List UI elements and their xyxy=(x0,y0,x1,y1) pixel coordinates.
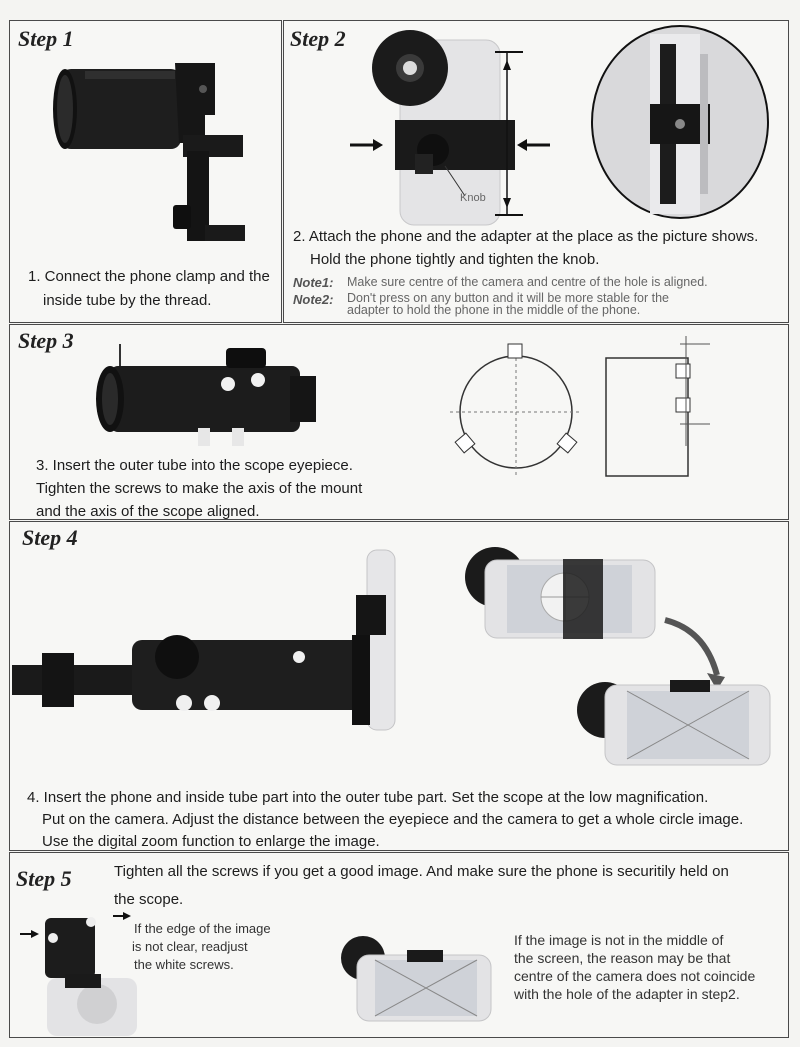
outer-tube-image xyxy=(96,344,316,446)
step4-title: Step 4 xyxy=(22,525,78,550)
step2-title: Step 2 xyxy=(290,26,346,51)
adapter-phone-image xyxy=(350,30,550,226)
step1-line-1: 1. Connect the phone clamp and the xyxy=(28,268,270,285)
step4-line-3: Use the digital zoom function to enlarge… xyxy=(42,833,380,850)
step5-caption-right-3: centre of the camera does not coincide xyxy=(514,968,756,984)
step5-caption-left-3: the white screws. xyxy=(134,957,234,972)
note2-label: Note2: xyxy=(293,292,334,307)
step3-line-3: and the axis of the scope aligned. xyxy=(36,503,260,520)
step4-line-2: Put on the camera. Adjust the distance b… xyxy=(42,811,744,828)
white-screws-image xyxy=(20,912,137,1036)
step4-line-1: 4. Insert the phone and inside tube part… xyxy=(27,789,709,806)
step5-line-2: the scope. xyxy=(114,891,184,908)
step5-caption-right-4: with the hole of the adapter in step2. xyxy=(514,986,740,1002)
note2-text-2: adapter to hold the phone in the middle … xyxy=(347,303,641,317)
knob-label: Knob xyxy=(460,192,486,204)
step3-title: Step 3 xyxy=(18,328,74,353)
step2-line-2: Hold the phone tightly and tighten the k… xyxy=(310,251,600,268)
step2-line-1: 2. Attach the phone and the adapter at t… xyxy=(293,228,759,245)
scope-assembly-image xyxy=(12,549,396,731)
note1-text: Make sure centre of the camera and centr… xyxy=(347,275,708,289)
step1-title: Step 1 xyxy=(18,26,74,51)
alignment-diagram xyxy=(450,336,710,478)
adapter-closeup-image xyxy=(591,25,769,219)
off-centre-image xyxy=(341,936,492,1022)
step3-line-2: Tighten the screws to make the axis of t… xyxy=(36,480,363,497)
step1-line-2: inside tube by the thread. xyxy=(43,292,212,309)
step5-title: Step 5 xyxy=(16,866,72,891)
step5-caption-right-2: the screen, the reason may be that xyxy=(514,950,731,966)
note1-label: Note1: xyxy=(293,275,334,290)
phone-mounted-images xyxy=(465,547,771,766)
step5-caption-right-1: If the image is not in the middle of xyxy=(514,932,724,948)
step3-line-1: 3. Insert the outer tube into the scope … xyxy=(36,457,353,474)
note2-text-1: Don't press on any button and it will be… xyxy=(347,291,670,305)
step5-line-1: Tighten all the screws if you get a good… xyxy=(114,863,729,880)
step5-caption-left-2: is not clear, readjust xyxy=(132,939,248,954)
step5-caption-left-1: If the edge of the image xyxy=(134,921,271,936)
phone-clamp-image xyxy=(53,63,245,241)
